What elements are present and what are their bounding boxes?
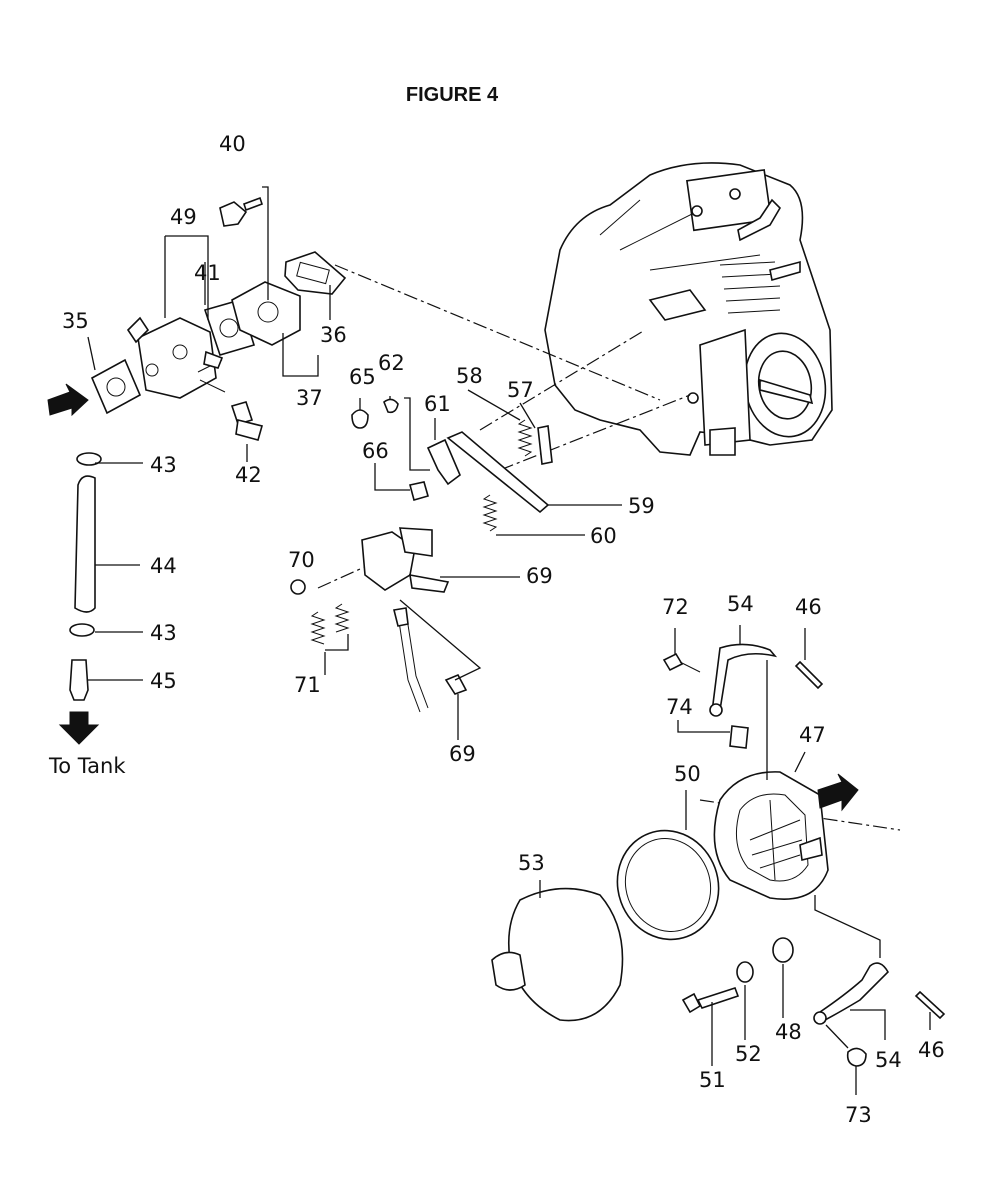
flow-arrow-icon (47, 383, 89, 417)
label-54-top: 54 (727, 592, 754, 616)
pin-46-bottom (914, 990, 946, 1020)
label-48: 48 (775, 1020, 802, 1044)
label-69: 69 (449, 742, 476, 766)
case-47 (713, 771, 829, 900)
screw-72 (662, 652, 684, 672)
label-35: 35 (62, 309, 89, 333)
fitting-45 (69, 659, 89, 701)
label-52: 52 (735, 1042, 762, 1066)
air-filter-group (491, 625, 946, 1095)
collar-74 (729, 725, 749, 749)
label-72: 72 (662, 595, 689, 619)
label-65: 66 (362, 439, 389, 463)
bolt-40 (219, 201, 248, 227)
label-57: 58 (456, 364, 483, 388)
label-54-bottom: 54 (875, 1048, 902, 1072)
to-tank-arrow-icon (58, 711, 100, 745)
bracket-54-top (711, 643, 778, 714)
label-56: 57 (507, 378, 534, 402)
label-43-top: 43 (150, 453, 177, 477)
screw-69 (444, 673, 468, 695)
fuel-line-group (58, 452, 143, 745)
label-71: 71 (294, 673, 321, 697)
gasket-36 (284, 251, 347, 295)
screw-65 (409, 481, 429, 501)
flow-arrow-right-icon (817, 773, 859, 812)
label-62: 65 (349, 365, 376, 389)
spring-71 (310, 611, 326, 645)
label-37: 37 (296, 386, 323, 410)
label-49: 49 (170, 205, 197, 229)
figure-title: FIGURE 4 (405, 84, 499, 106)
washer-61 (383, 398, 399, 414)
label-53: 53 (518, 851, 545, 875)
label-46-bottom: 46 (918, 1038, 945, 1062)
label-36: 36 (320, 323, 347, 347)
cover-53 (507, 887, 624, 1022)
lockwasher-52 (736, 961, 754, 983)
carburetor-group (47, 186, 347, 462)
pin-46-top (794, 660, 824, 690)
label-66: 69 (526, 564, 553, 588)
insulator-37 (231, 281, 301, 346)
clamp-43-bottom (69, 623, 95, 637)
nut-73 (846, 1047, 867, 1067)
filter-element-51 (616, 829, 720, 941)
washer-70 (290, 579, 306, 595)
nut-62 (351, 409, 369, 429)
label-45: 45 (150, 669, 177, 693)
throttle-cable (397, 611, 429, 713)
label-43-bottom: 43 (150, 621, 177, 645)
label-40: 40 (219, 132, 246, 156)
label-42: 42 (235, 463, 262, 487)
label-74: 74 (666, 695, 693, 719)
label-46-top: 46 (795, 595, 822, 619)
label-to-tank: To Tank (48, 754, 126, 778)
spring-59 (482, 494, 498, 532)
throttle-linkage-group (351, 389, 622, 536)
label-44: 44 (150, 554, 177, 578)
clamp-43-top (76, 452, 102, 466)
engine-assembly (544, 162, 833, 456)
label-60: 61 (424, 392, 451, 416)
label-59: 60 (590, 524, 617, 548)
gasket-35 (90, 358, 142, 415)
spring-57 (517, 419, 533, 457)
fuel-hose-44 (74, 475, 96, 613)
label-70: 70 (288, 548, 315, 572)
rod-58 (446, 431, 550, 514)
bracket-56 (537, 425, 553, 465)
bracket-54-bottom (818, 962, 889, 1022)
label-58: 59 (628, 494, 655, 518)
lever-60 (426, 438, 461, 486)
washer-48 (772, 937, 794, 963)
part-labels: 40 49 41 35 36 37 42 43 44 43 45 To Tank… (48, 132, 945, 1127)
trigger-group (290, 527, 520, 740)
label-73: 73 (845, 1103, 872, 1127)
choke-42 (230, 401, 254, 425)
label-51: 50 (674, 762, 701, 786)
label-41: 41 (194, 261, 221, 285)
label-50: 51 (699, 1068, 726, 1092)
label-61: 62 (378, 351, 405, 375)
label-47: 47 (799, 723, 826, 747)
screw-50 (681, 992, 702, 1014)
